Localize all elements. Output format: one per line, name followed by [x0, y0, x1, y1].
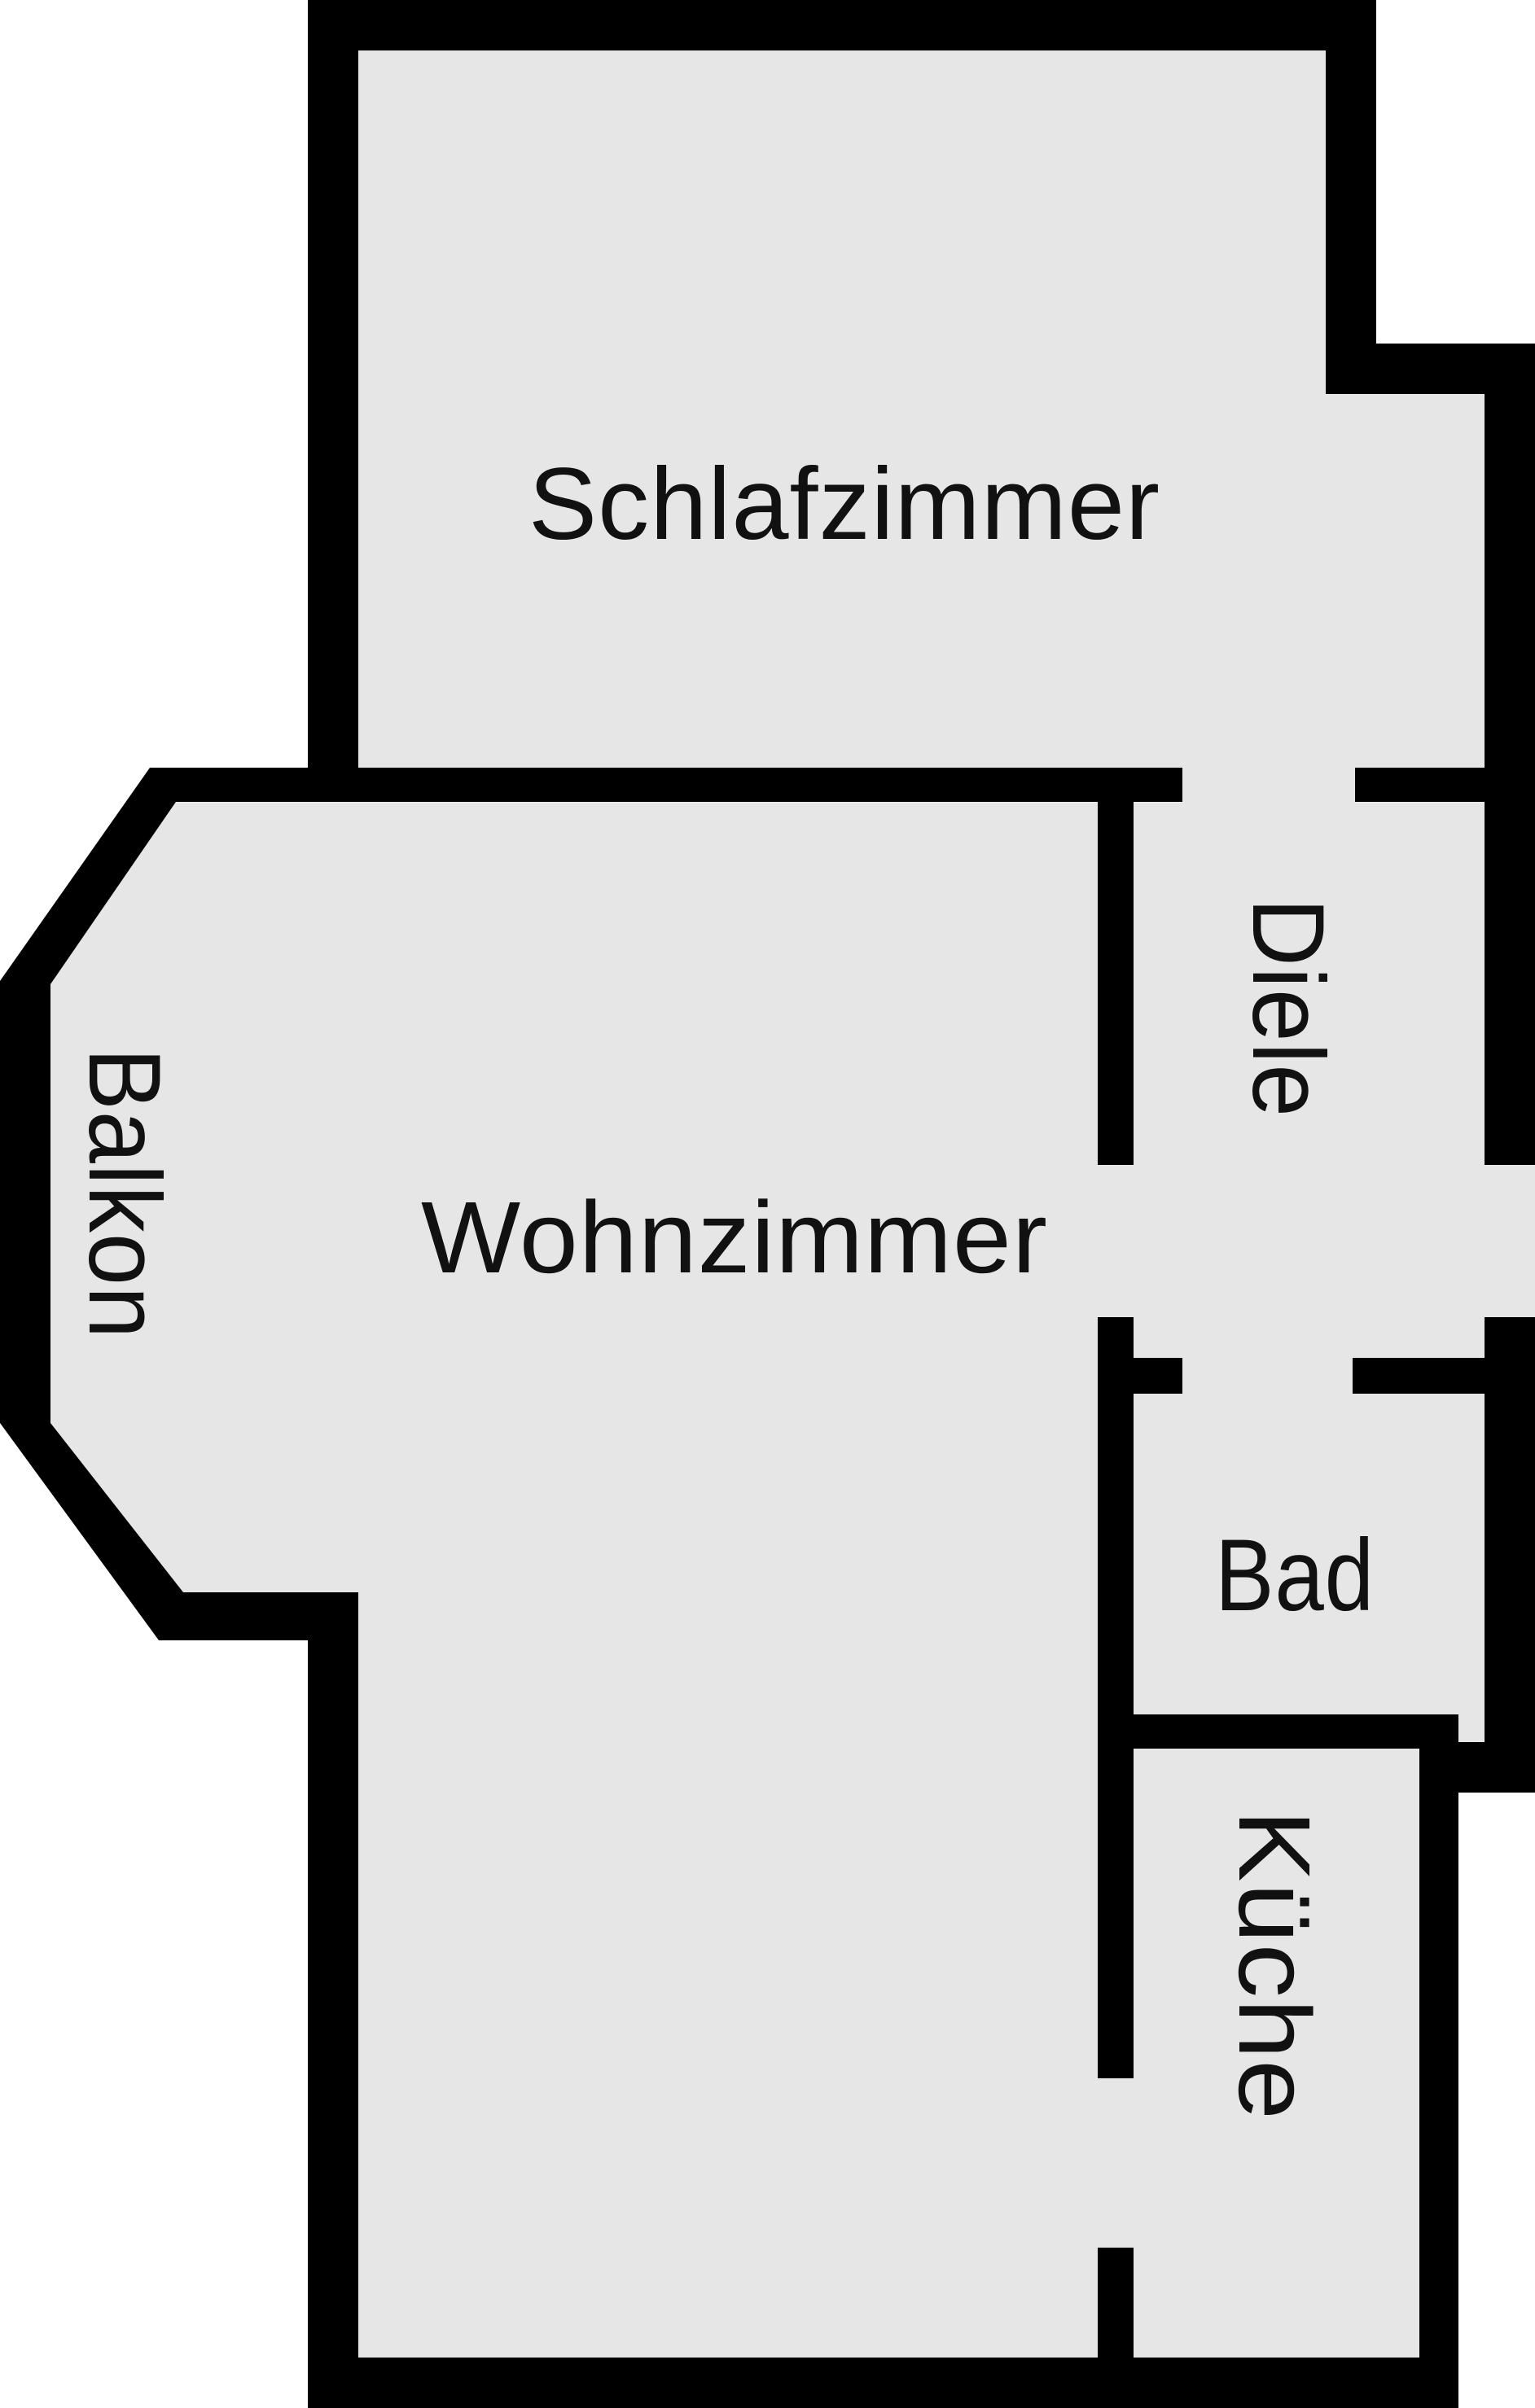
wall-schlafzimmer-left: [308, 0, 358, 802]
floor-door-wohnzimmer-kueche: [1098, 2078, 1134, 2248]
room-label-wohnzimmer: Wohnzimmer: [421, 1181, 1048, 1294]
wall-right-upper: [1485, 344, 1535, 1165]
wall-balkon-bottom-diagonal: [0, 1423, 358, 1640]
floor-bad: [1134, 1394, 1485, 1749]
wall-balkon-left: [0, 981, 50, 1423]
wall-kueche-right: [1419, 1749, 1458, 2358]
room-label-diele: Diele: [1231, 898, 1344, 1118]
wall-bad-top-left-stub: [1134, 1358, 1182, 1394]
wall-wohnzimmer-left-lower: [308, 1640, 358, 2358]
wall-wohnzimmer-diele-upper: [1098, 802, 1134, 1165]
floor-wohnzimmer: [358, 802, 1098, 2358]
floor-kueche: [1134, 1749, 1419, 2358]
room-label-balkon: Balkon: [68, 1048, 181, 1339]
floor-upper-right-passage: [1326, 394, 1485, 802]
floor-balkon-bay: [50, 802, 358, 1592]
wall-notch-left: [1326, 0, 1376, 394]
floor-door-schlafzimmer-diele: [1182, 768, 1355, 802]
room-label-schlafzimmer: Schlafzimmer: [528, 448, 1160, 561]
floor-areas: [50, 50, 1535, 2358]
floor-diele: [1134, 802, 1485, 1394]
wall-top: [308, 0, 1376, 50]
wall-wohnzimmer-kueche-stub: [1098, 2248, 1134, 2358]
wall-right-lower: [1485, 1317, 1535, 1793]
wall-bad-top-right: [1353, 1358, 1485, 1394]
floor-entrance-opening: [1485, 1165, 1535, 1317]
wall-balkon-top-diagonal: [0, 768, 308, 984]
wall-right-step: [1458, 1742, 1535, 1793]
floor-schlafzimmer: [358, 50, 1326, 802]
wall-schlafzimmer-diele-segment: [1355, 768, 1485, 802]
room-labels: Schlafzimmer Wohnzimmer Balkon Diele Bad…: [68, 448, 1375, 2121]
interior-walls: [308, 768, 1485, 2358]
room-label-kueche: Küche: [1217, 1810, 1331, 2121]
wall-bad-kueche: [1134, 1714, 1458, 1749]
wall-bottom: [308, 2358, 1458, 2408]
wall-schlafzimmer-wohnzimmer: [308, 768, 1182, 802]
room-label-bad: Bad: [1215, 1519, 1375, 1632]
floor-opening-wohnzimmer-diele: [1098, 1165, 1134, 1317]
wall-wohnzimmer-diele-lower: [1098, 1317, 1134, 2078]
